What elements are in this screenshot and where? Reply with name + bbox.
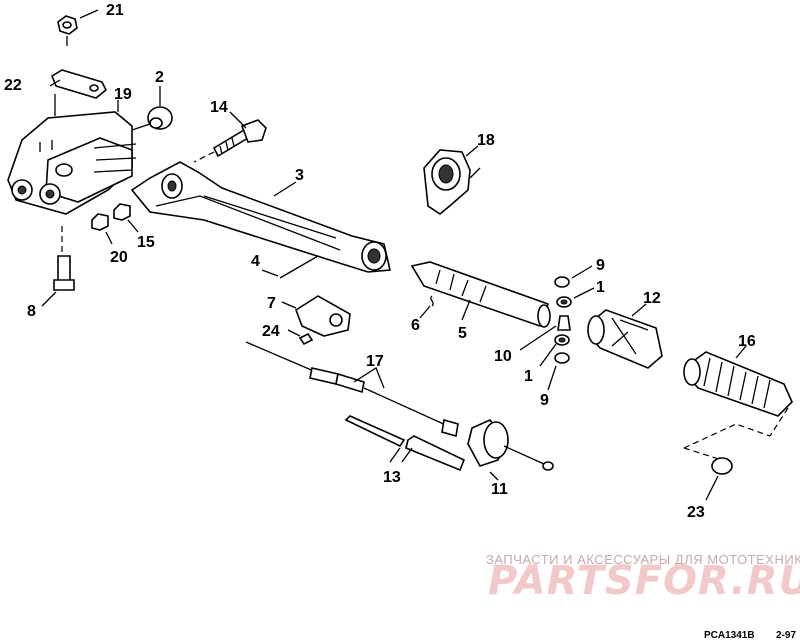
drawing-reference-code: PCA1341B [704,630,755,641]
part-16-handle-grip [683,345,793,417]
part-6-spring-pin [419,295,434,319]
callout-4: 4 [251,253,260,270]
callout-3: 3 [295,167,304,184]
part-8-stud [41,226,75,307]
callout-13: 13 [383,469,401,486]
callout-1-bottom: 1 [524,368,533,385]
callout-6: 6 [411,317,420,334]
callout-9-bottom: 9 [540,392,549,409]
callout-19: 19 [114,86,132,103]
part-11-cable-end [467,419,554,481]
part-7-bracket [281,295,351,337]
callout-17: 17 [366,353,384,370]
part-13-sleeves [344,415,466,472]
part-24-screw [287,329,314,346]
callout-16: 16 [738,333,756,350]
callout-20: 20 [110,249,128,266]
callout-15: 15 [137,234,155,251]
callout-11: 11 [491,481,508,498]
callout-21: 21 [106,2,124,19]
callout-7: 7 [267,295,276,312]
part-19-bracket [7,100,137,215]
callout-2: 2 [155,69,164,86]
callout-5: 5 [458,325,467,342]
part-21-nut [57,9,99,46]
callout-12: 12 [643,290,661,307]
part-4-pin [261,255,319,279]
callout-18: 18 [477,132,495,149]
part-15-nut [113,203,139,233]
part-17-cable [245,341,459,438]
part-small-hardware [519,265,595,391]
callout-1-top: 1 [596,279,605,296]
watermark-brand: PARTSFOR.RU [488,558,800,604]
callout-9-top: 9 [596,257,605,274]
callout-8: 8 [27,303,36,320]
callout-24: 24 [262,323,280,340]
callout-14: 14 [210,99,228,116]
part-14-bolt [193,111,267,163]
drawing-reference-date: 2-97 [776,630,796,641]
callout-23: 23 [687,504,705,521]
part-20-nut [91,213,113,245]
part-5-shaft [410,261,551,328]
part-3-tiller-arm [130,161,391,273]
callout-22: 22 [4,77,22,94]
watermark-tagline: ЗАПЧАСТИ И АКСЕССУАРЫ ДЛЯ МОТОТЕХНИКИ [486,552,800,567]
part-12-grip-insert [587,303,663,369]
callout-10: 10 [494,348,512,365]
part-22-plate [49,69,108,116]
part-18-clamp [423,145,481,215]
part-23-end-cap [683,407,789,501]
part-2-washer [131,86,173,131]
